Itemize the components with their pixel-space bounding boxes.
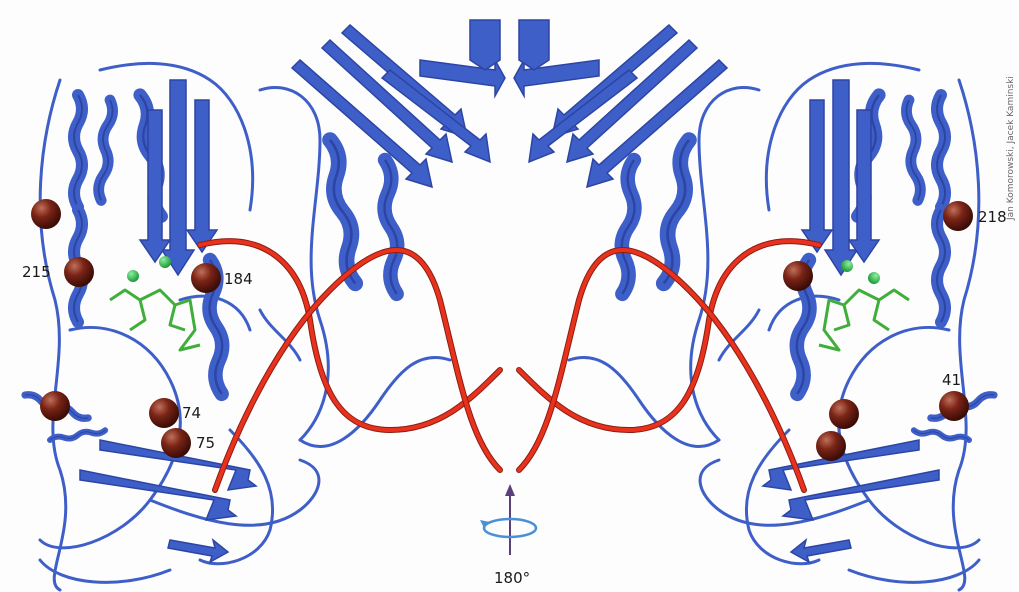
metal-ion-icon bbox=[127, 270, 139, 282]
residue-sphere bbox=[31, 199, 61, 229]
rotation-label: 180° bbox=[494, 569, 530, 587]
left-protein-monomer bbox=[24, 20, 505, 590]
residue-sphere bbox=[783, 261, 813, 291]
rotation-axis: 180° bbox=[480, 484, 536, 587]
residue-sphere-41 bbox=[939, 391, 969, 421]
credit-text: Jan Komorowski, Jacek Kaminski bbox=[1006, 76, 1016, 221]
metal-ion-icon bbox=[159, 256, 171, 268]
residue-sphere-215 bbox=[64, 257, 94, 287]
dna-strands bbox=[200, 241, 819, 490]
residue-sphere-75 bbox=[161, 428, 191, 458]
metal-ion-icon bbox=[841, 260, 853, 272]
residue-sphere bbox=[816, 431, 846, 461]
metal-ion-icon bbox=[868, 272, 880, 284]
residue-label-74: 74 bbox=[182, 404, 201, 422]
residue-sphere bbox=[829, 399, 859, 429]
residue-label-75: 75 bbox=[196, 434, 215, 452]
residue-label-184: 184 bbox=[224, 270, 253, 288]
residue-sphere-218 bbox=[943, 201, 973, 231]
residue-sphere-184 bbox=[191, 263, 221, 293]
residue-sphere-74 bbox=[149, 398, 179, 428]
residue-label-218: 218 bbox=[978, 208, 1007, 226]
residue-label-215: 215 bbox=[22, 263, 51, 281]
right-protein-monomer bbox=[514, 20, 995, 590]
residue-sphere bbox=[40, 391, 70, 421]
residue-label-41: 41 bbox=[942, 371, 961, 389]
